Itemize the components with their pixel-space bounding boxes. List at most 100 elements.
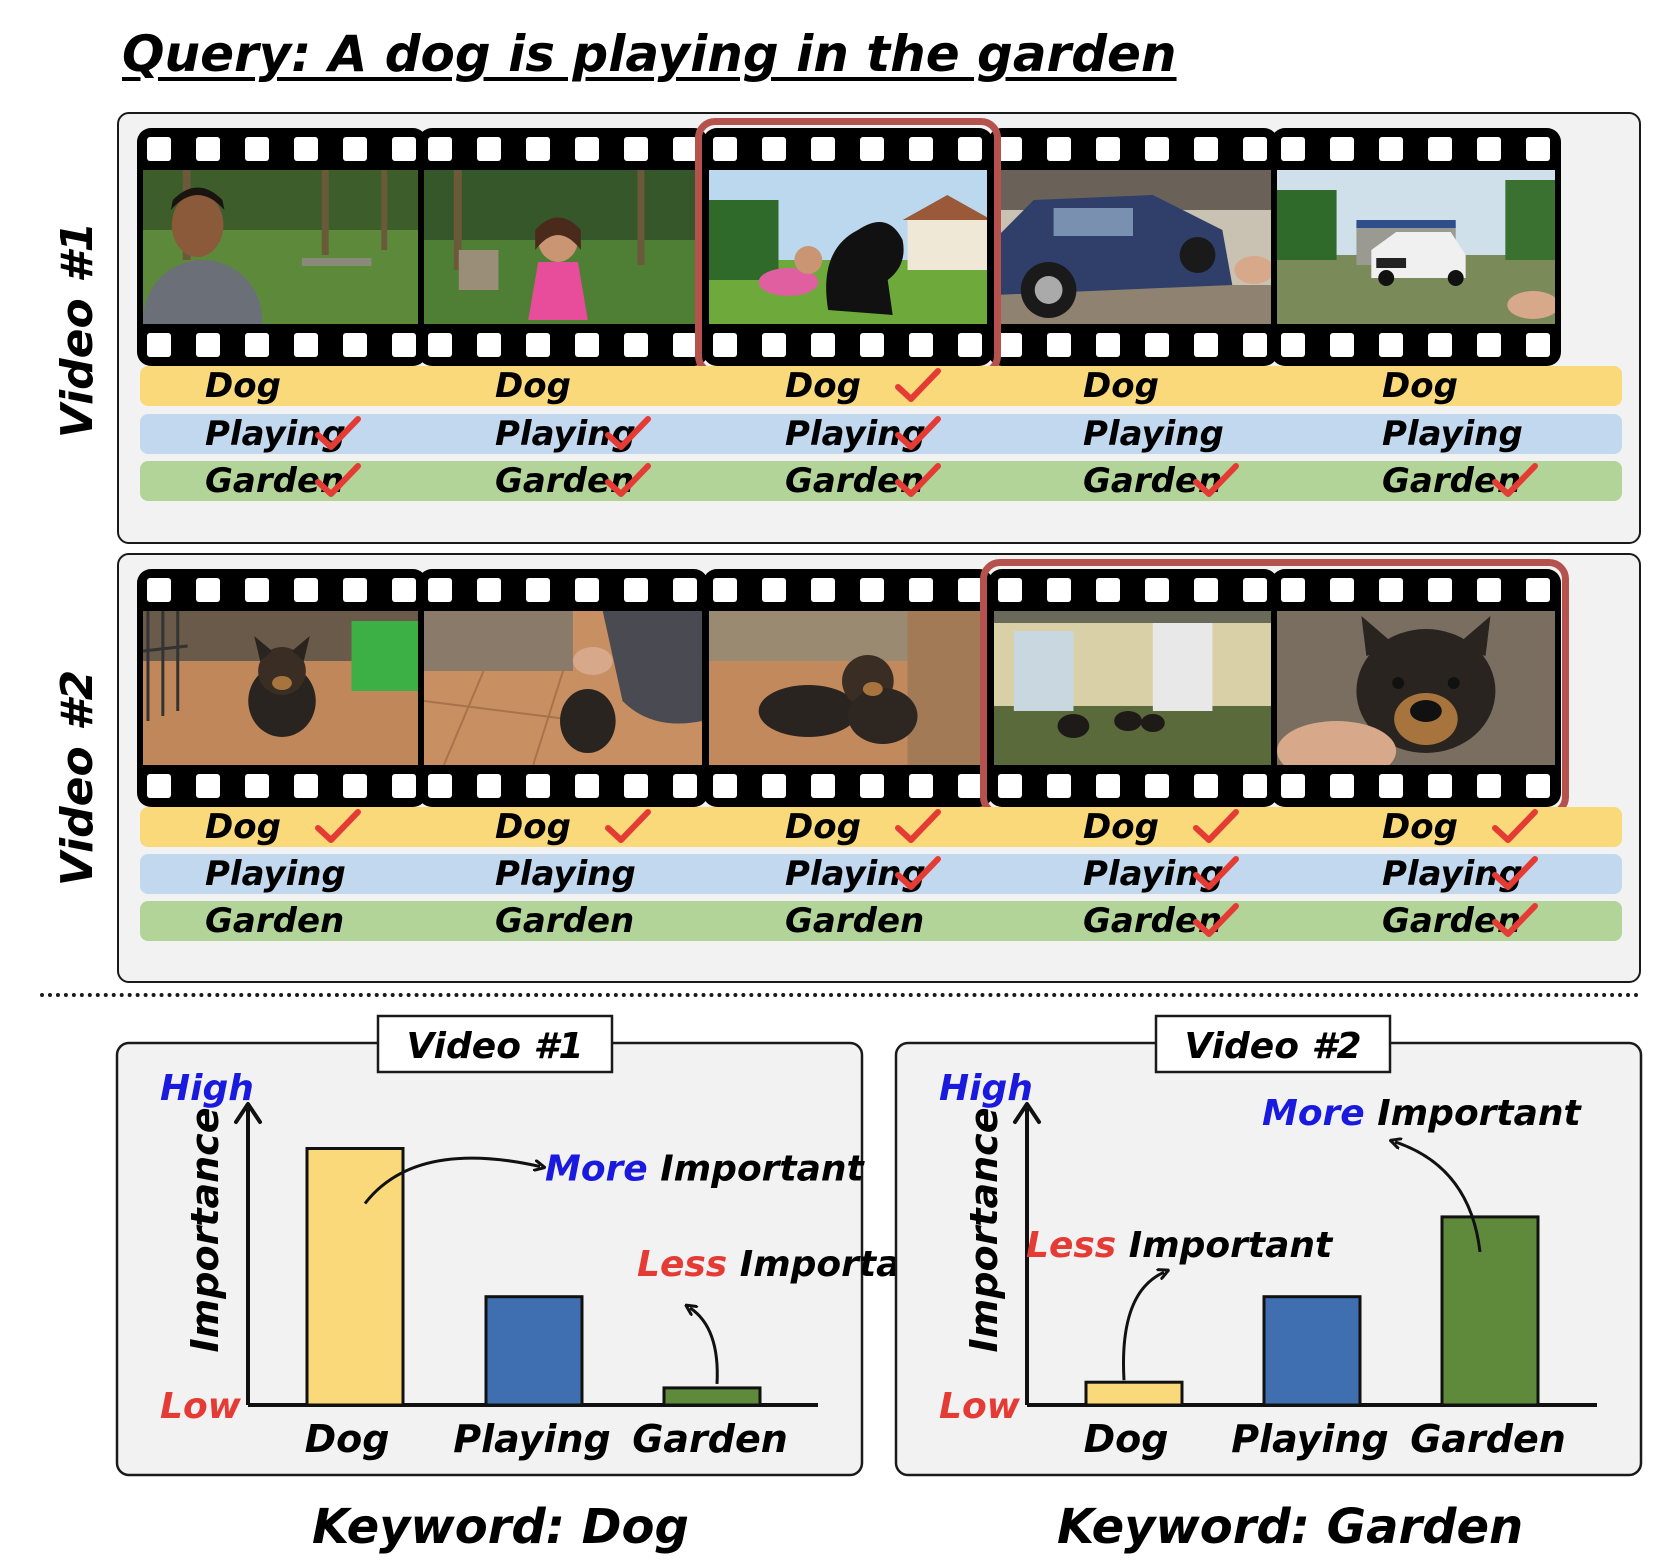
sprocket-hole (477, 333, 501, 357)
video-1-frame-1 (137, 128, 427, 366)
sprocket-hole (1243, 578, 1267, 602)
puppies-wrestling-icon (709, 611, 987, 765)
sprocket-hole (998, 774, 1022, 798)
sprocket-hole (245, 333, 269, 357)
checkmark-icon (1192, 462, 1240, 500)
checkmark-icon (314, 462, 362, 500)
sprocket-hole (196, 774, 220, 798)
puppy-petted-icon (424, 611, 702, 765)
sprocket-holes (988, 137, 1278, 161)
annotation-more-important: More Important (1262, 1093, 1583, 1134)
sprocket-hole (1047, 774, 1071, 798)
sprocket-hole (343, 333, 367, 357)
sprocket-hole (428, 333, 452, 357)
sprocket-hole (762, 578, 786, 602)
sprocket-hole (713, 137, 737, 161)
checkmark-icon (604, 808, 652, 846)
sprocket-holes (137, 774, 427, 798)
sprocket-hole (526, 333, 550, 357)
keyword-playing: Playing (1382, 414, 1523, 454)
man-in-garden-icon (143, 170, 421, 324)
y-high-label: High (160, 1068, 254, 1109)
keyword-garden: Garden (495, 901, 635, 941)
sprocket-hole (1428, 137, 1452, 161)
chart-title: Video #2 (1184, 1026, 1361, 1067)
sprocket-hole (1194, 333, 1218, 357)
bar-garden (662, 1386, 762, 1407)
video-1-playing-row (140, 414, 1622, 454)
bar-dog (305, 1147, 405, 1407)
sprocket-hole (958, 333, 982, 357)
sprocket-holes (988, 333, 1278, 357)
puppy-closeup-icon (1277, 611, 1555, 765)
keyword-garden: Garden (785, 901, 925, 941)
keyword-playing: Playing (205, 854, 346, 894)
sprocket-hole (860, 333, 884, 357)
sprocket-holes (418, 578, 708, 602)
video-1-frame-4 (988, 128, 1278, 366)
sprocket-hole (477, 578, 501, 602)
sprocket-hole (1047, 578, 1071, 602)
girl-with-dog-icon (709, 170, 987, 324)
sprocket-hole (1526, 578, 1550, 602)
keyword-label-dog: Keyword: Dog (312, 1499, 689, 1555)
checkmark-icon (604, 462, 652, 500)
sprocket-hole (1243, 137, 1267, 161)
video-1-garden-row (140, 461, 1622, 501)
sprocket-hole (147, 137, 171, 161)
keyword-dog: Dog (1382, 807, 1458, 847)
sprocket-hole (1047, 333, 1071, 357)
sprocket-hole (1047, 137, 1071, 161)
sprocket-hole (1243, 774, 1267, 798)
sprocket-hole (343, 137, 367, 161)
annotation-lead: More (1262, 1093, 1365, 1134)
y-low-label: Low (939, 1386, 1021, 1427)
sprocket-holes (137, 137, 427, 161)
sprocket-hole (673, 774, 697, 798)
sprocket-hole (1379, 774, 1403, 798)
sprocket-hole (811, 774, 835, 798)
video-2-playing-row (140, 854, 1622, 894)
chart-title-box (1154, 1014, 1392, 1074)
sprocket-hole (860, 137, 884, 161)
sprocket-hole (1477, 774, 1501, 798)
sprocket-holes (988, 578, 1278, 602)
sprocket-holes (703, 774, 993, 798)
sprocket-hole (762, 774, 786, 798)
sprocket-hole (958, 578, 982, 602)
checkmark-icon (1491, 855, 1539, 893)
sprocket-hole (147, 333, 171, 357)
sprocket-hole (860, 578, 884, 602)
bar-garden (1440, 1215, 1540, 1407)
sprocket-hole (958, 774, 982, 798)
checkmark-icon (894, 808, 942, 846)
sprocket-hole (909, 137, 933, 161)
keyword-playing: Playing (1382, 854, 1523, 894)
keyword-dog: Dog (205, 366, 281, 406)
query-title: Query: A dog is playing in the garden (122, 25, 1177, 83)
sprocket-hole (245, 774, 269, 798)
sprocket-holes (1271, 333, 1561, 357)
sprocket-holes (1271, 774, 1561, 798)
sprocket-hole (1477, 333, 1501, 357)
sprocket-hole (1428, 774, 1452, 798)
keyword-playing: Playing (1083, 854, 1224, 894)
keyword-playing: Playing (495, 414, 636, 454)
sprocket-hole (477, 137, 501, 161)
annotation-text: Important (1116, 1225, 1334, 1266)
sprocket-hole (196, 333, 220, 357)
tick-label-playing: Playing (453, 1417, 610, 1461)
checkmark-icon (314, 808, 362, 846)
chart-title-box (376, 1014, 614, 1074)
sprocket-hole (526, 774, 550, 798)
bar-playing (484, 1295, 584, 1407)
video-1-frame-2 (418, 128, 708, 366)
sprocket-holes (137, 578, 427, 602)
bar-playing (1262, 1295, 1362, 1407)
sprocket-hole (624, 578, 648, 602)
puppy-by-cage-icon (143, 611, 421, 765)
sprocket-holes (703, 578, 993, 602)
sprocket-holes (418, 137, 708, 161)
sprocket-hole (998, 137, 1022, 161)
video-2-frame-2 (418, 569, 708, 807)
